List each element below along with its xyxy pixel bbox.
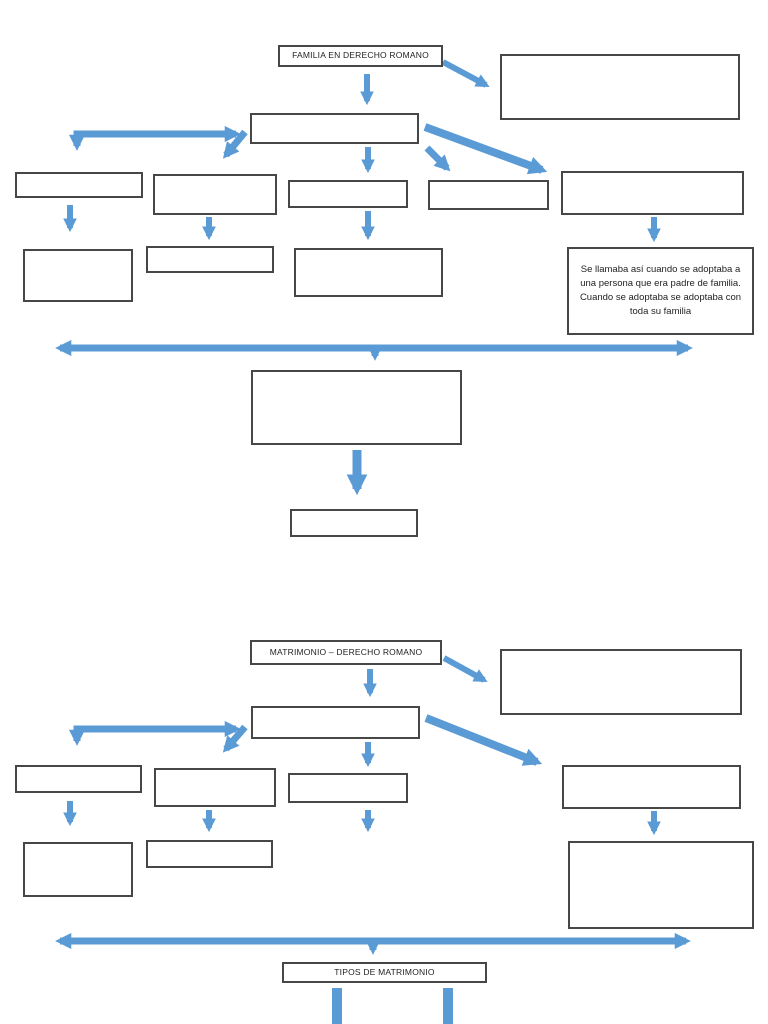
arrow-matrimonio-hub-to-box2 bbox=[222, 724, 248, 753]
matrimonio-sub-box-2 bbox=[146, 840, 273, 868]
familia-row-box-4 bbox=[428, 180, 549, 210]
matrimonio-row-box-2 bbox=[154, 768, 276, 807]
arrow-matrimonio-hub-elbow-left bbox=[68, 720, 241, 746]
familia-sub-box-1 bbox=[23, 249, 133, 302]
familia-row-box-3 bbox=[288, 180, 408, 208]
familia-hub-box bbox=[250, 113, 419, 144]
familia-row-box-5 bbox=[561, 171, 744, 215]
matrimonio-row-box-1 bbox=[15, 765, 142, 793]
matrimonio-big-right-box bbox=[568, 841, 754, 929]
familia-row-box-2 bbox=[153, 174, 277, 215]
familia-bottom-small-box bbox=[290, 509, 418, 537]
arrow-matrimonio-hub-to-right bbox=[424, 714, 543, 766]
matrimonio-sub-box-1 bbox=[23, 842, 133, 897]
arrow-matrimonio-title-to-topright bbox=[442, 655, 488, 683]
arrow-familia-hub-to-box4 bbox=[424, 145, 451, 172]
matrimonio-hub-box bbox=[251, 706, 420, 739]
familia-adoption-note-box: Se llamaba así cuando se adoptaba a una … bbox=[567, 247, 754, 335]
familia-center-empty-box bbox=[251, 370, 462, 445]
familia-sub-box-2 bbox=[146, 246, 274, 273]
arrow-familia-hub-to-box5 bbox=[423, 123, 548, 175]
arrow-familia-hub-to-box2 bbox=[222, 129, 248, 159]
familia-row-box-1 bbox=[15, 172, 143, 198]
matrimonio-row-box-3 bbox=[288, 773, 408, 803]
arrow-familia-hub-elbow-left bbox=[68, 125, 241, 151]
matrimonio-topright-empty-box bbox=[500, 649, 742, 715]
familia-topright-empty-box bbox=[500, 54, 740, 120]
matrimonio-row-box-right bbox=[562, 765, 741, 809]
tipos-de-matrimonio-box: TIPOS DE MATRIMONIO bbox=[282, 962, 487, 983]
matrimonio-title-box: MATRIMONIO – DERECHO ROMANO bbox=[250, 640, 442, 665]
arrow-familia-title-to-topright bbox=[441, 59, 490, 88]
familia-title-box: FAMILIA EN DERECHO ROMANO bbox=[278, 45, 443, 67]
familia-sub-box-3 bbox=[294, 248, 443, 297]
